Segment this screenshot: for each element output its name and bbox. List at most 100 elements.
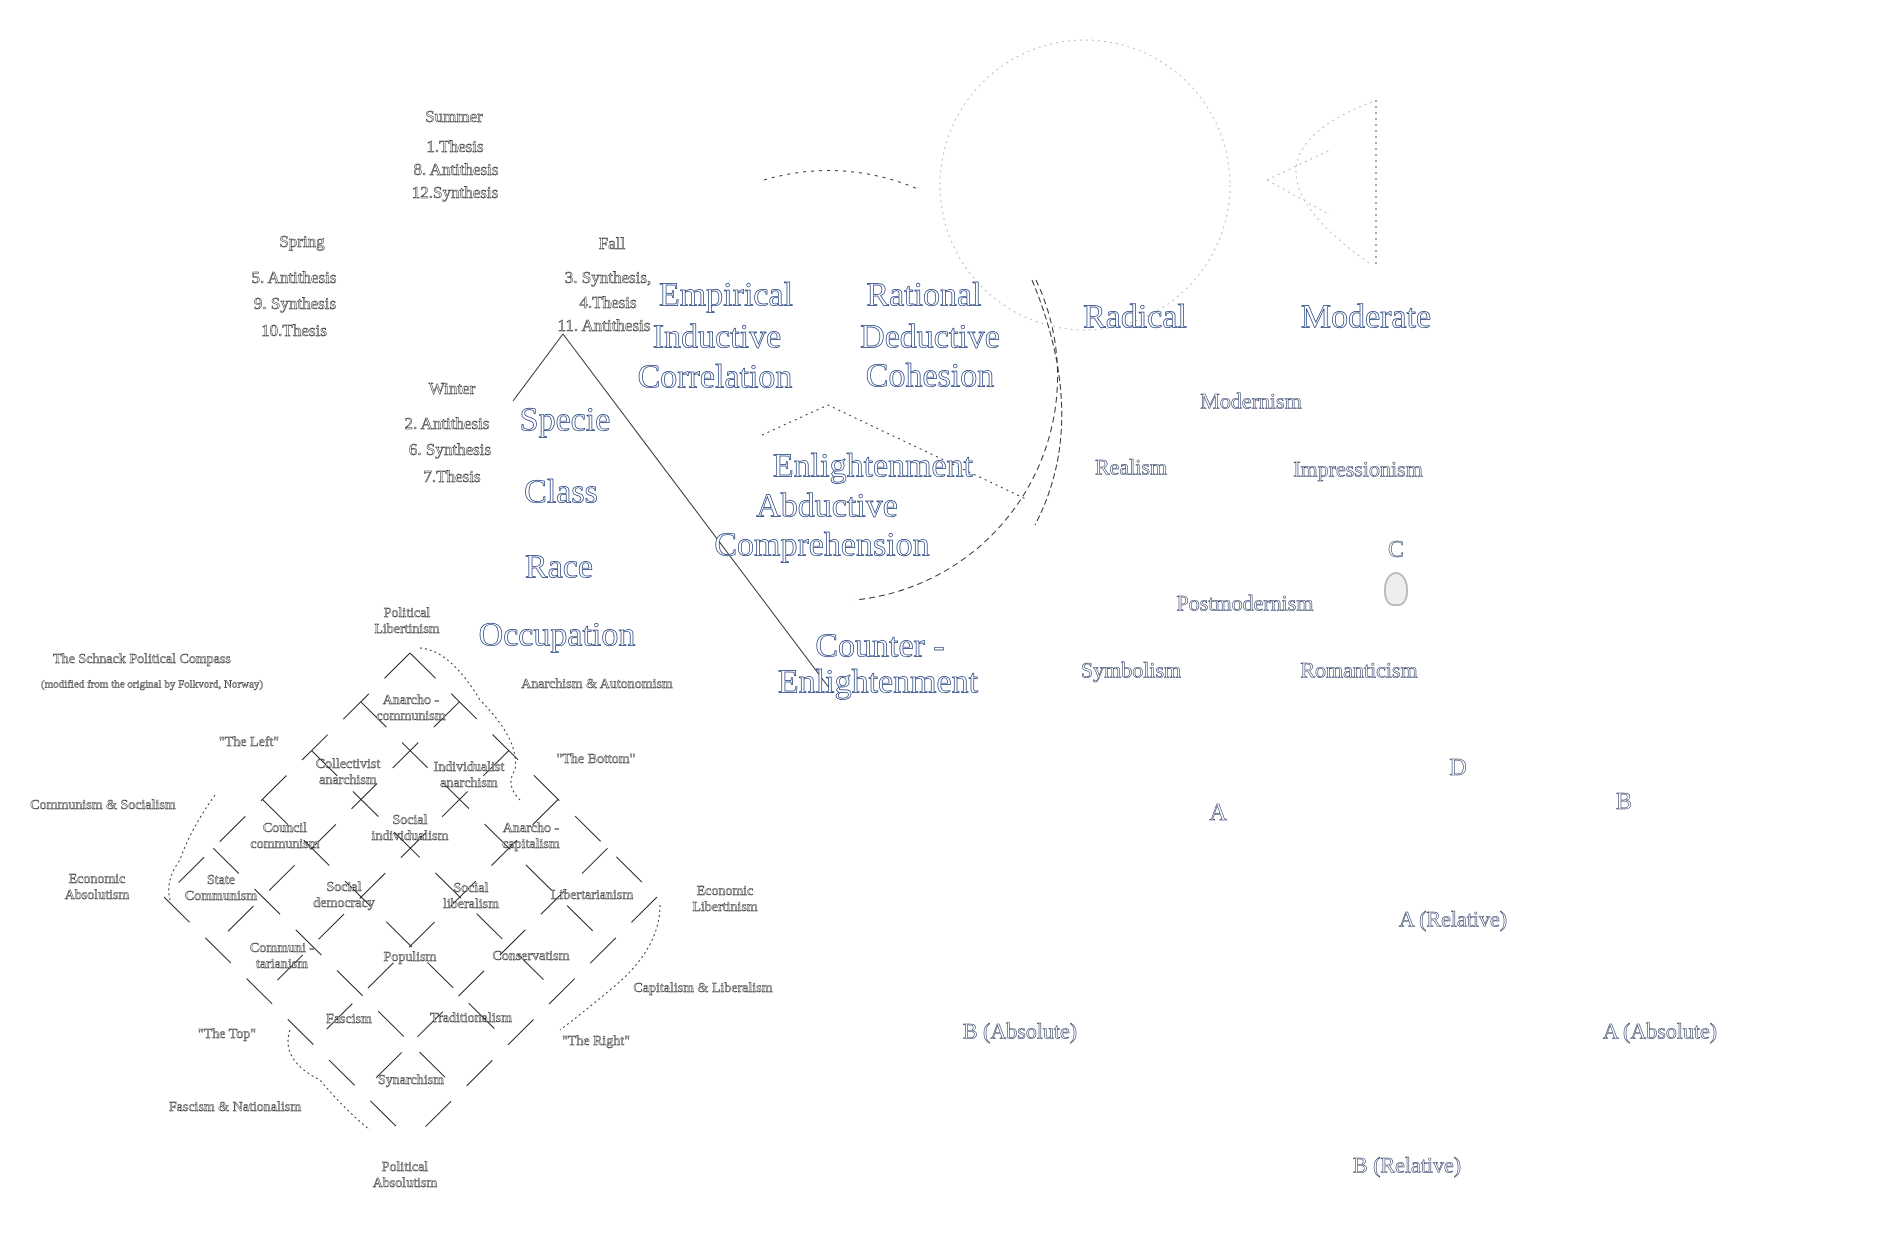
compass-braces	[168, 647, 661, 1131]
spring-item: 5. Antithesis	[251, 268, 337, 288]
enlightenment-dotted-roof	[761, 404, 1029, 501]
axis-label-line: Political	[383, 605, 431, 621]
axis-label-line: Economic	[696, 883, 754, 899]
reasoning-arc-top	[763, 170, 921, 191]
fall-branch-right	[562, 333, 834, 694]
label-postmodernism: Postmodernism	[1176, 590, 1314, 616]
cell-traditionalism: Traditionalism	[430, 1010, 512, 1026]
label-moderate: Moderate	[1300, 298, 1432, 336]
spring-item: 10.Thesis	[261, 321, 327, 341]
label-correlation: Correlation	[637, 358, 793, 396]
cell-conservatism: Conservatism	[492, 948, 570, 964]
cell-line: Communi -	[249, 940, 315, 956]
label-c: C	[1387, 537, 1405, 564]
summer-item: 8. Antithesis	[413, 160, 499, 180]
label-abductive: Abductive	[756, 487, 898, 525]
brace-capitalism	[559, 904, 661, 1031]
label-romanticism: Romanticism	[1300, 657, 1418, 683]
fall-branch-left	[512, 333, 564, 402]
label-a-relative: A (Relative)	[1398, 906, 1508, 932]
cell-line: State	[206, 872, 235, 888]
label-radical: Radical	[1083, 298, 1188, 336]
winter-item: 2. Antithesis	[404, 414, 490, 434]
cell-line: Collectivist	[315, 756, 381, 772]
cell-line: capitalism	[502, 837, 560, 852]
region-communism: Communism & Socialism	[30, 797, 176, 813]
label-enlightenment: Enlightenment	[772, 447, 974, 485]
faint-ray	[1266, 149, 1331, 181]
season-spring-title: Spring	[279, 232, 325, 252]
cell-fascism: Fascism	[326, 1011, 372, 1027]
season-fall-title: Fall	[598, 234, 626, 254]
axis-label-line: Economic	[68, 871, 126, 887]
compass-title: The Schnack Political Compass	[53, 651, 231, 667]
brace-fascism	[287, 1029, 371, 1131]
region-fascism: Fascism & Nationalism	[168, 1099, 302, 1115]
axis-label-line: Absolutism	[64, 888, 130, 903]
label-counter-enlightenment: Enlightenment	[777, 663, 979, 701]
season-summer-title: Summer	[425, 107, 483, 127]
cell-populism: Populism	[383, 949, 437, 965]
axis-label-line: Absolutism	[372, 1176, 438, 1191]
cell-line: Communism	[184, 889, 258, 904]
axis-label-line: Libertinism	[374, 622, 440, 637]
region-anarchism: Anarchism & Autonomism	[521, 676, 673, 692]
radical-arc	[1031, 279, 1063, 526]
season-winter-title: Winter	[428, 379, 476, 399]
cell-line: Anarcho -	[502, 820, 560, 836]
cell-line: liberalism	[443, 897, 499, 912]
label-inductive: Inductive	[652, 318, 782, 356]
label-impressionism: Impressionism	[1293, 456, 1423, 482]
reasoning-arc-right	[854, 279, 1059, 601]
faint-ray	[1266, 179, 1331, 216]
label-empirical: Empirical	[658, 276, 794, 314]
cell-line: Individualist	[433, 759, 505, 775]
category-class: Class	[524, 473, 598, 511]
cell-line: anarchism	[440, 776, 498, 791]
label-counter: Counter -	[815, 627, 945, 665]
brace-anarchism	[419, 647, 521, 801]
cell-line: individualism	[371, 829, 449, 844]
cell-line: communism	[376, 709, 446, 724]
cell-line: democracy	[313, 896, 375, 911]
compass-subtitle: (modified from the original by Folkvord,…	[40, 678, 264, 691]
region-capitalism: Capitalism & Liberalism	[633, 980, 773, 996]
axis-label-line: Libertinism	[692, 900, 758, 915]
faint-arc-right	[1295, 101, 1373, 266]
category-specie: Specie	[519, 401, 611, 439]
cell-libertarianism: Libertarianism	[550, 887, 634, 903]
cell-anarcho-communism: Anarcho -communism	[376, 693, 446, 725]
summer-item: 1.Thesis	[426, 137, 484, 157]
faint-circle-left	[939, 39, 1231, 331]
spring-item: 9. Synthesis	[253, 294, 337, 314]
label-b: B	[1615, 789, 1633, 816]
label-b-relative: B (Relative)	[1352, 1152, 1462, 1178]
cell-communitarianism: Communi -tarianism	[249, 940, 315, 973]
label-d: D	[1449, 755, 1467, 782]
cell-line: Social	[453, 880, 489, 896]
region-right: "The Right"	[562, 1033, 630, 1049]
cell-line: Social	[392, 812, 428, 828]
label-a: A	[1209, 800, 1227, 827]
cell-synarchism: Synarchism	[377, 1072, 445, 1088]
label-a-absolute: A (Absolute)	[1602, 1018, 1718, 1044]
fall-item: 4.Thesis	[579, 293, 637, 313]
portrait-icon	[1384, 572, 1408, 606]
label-b-absolute: B (Absolute)	[962, 1018, 1078, 1044]
axis-label-line: Political	[381, 1159, 429, 1175]
category-occupation: Occupation	[478, 616, 636, 654]
winter-item: 6. Synthesis	[408, 440, 492, 460]
label-symbolism: Symbolism	[1080, 657, 1182, 683]
label-cohesion: Cohesion	[865, 357, 995, 395]
cell-line: tarianism	[255, 957, 309, 972]
fall-item: 11. Antithesis	[557, 316, 651, 336]
